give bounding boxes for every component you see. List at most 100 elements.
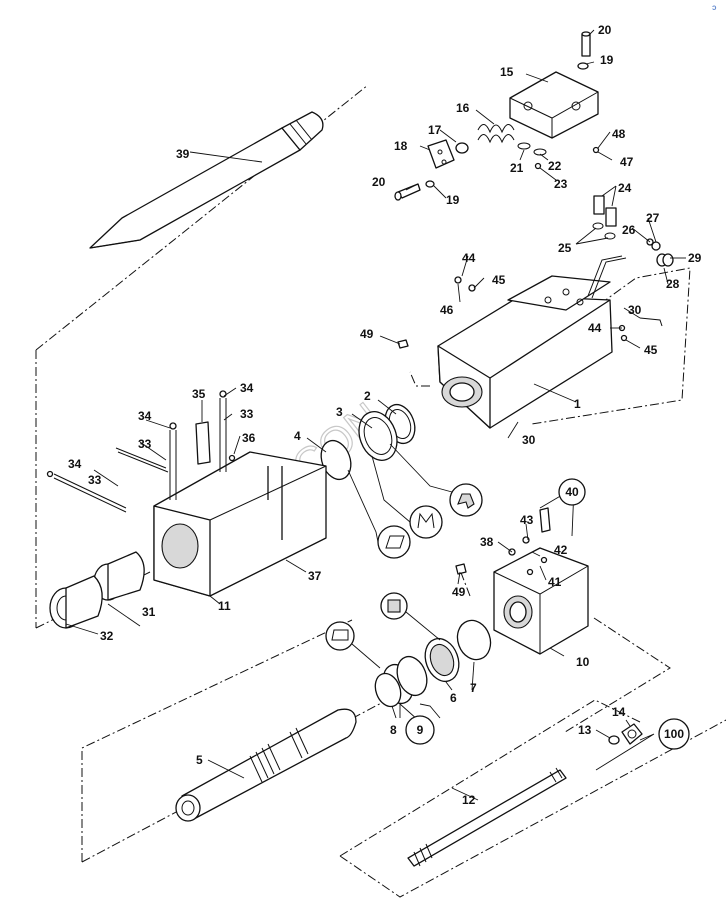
part-11-front-head <box>153 451 327 597</box>
part-21-22-orings <box>517 142 547 170</box>
callout-38: 38 <box>480 535 494 549</box>
callout-1: 1 <box>574 397 581 411</box>
callout-34-c: 34 <box>240 381 254 395</box>
callout-25: 25 <box>558 241 572 255</box>
callout-45-a: 45 <box>492 273 506 287</box>
callout-16: 16 <box>456 101 470 115</box>
callout-33-b: 33 <box>88 473 102 487</box>
callout-24: 24 <box>618 181 632 195</box>
callout-26: 26 <box>622 223 636 237</box>
callout-29: 29 <box>688 251 702 265</box>
callout-30-bottom: 30 <box>522 433 536 447</box>
part-25-washers <box>592 222 616 240</box>
seal-profile-detail-2 <box>449 483 483 517</box>
callout-10: 10 <box>576 655 590 669</box>
callout-36: 36 <box>242 431 256 445</box>
seal-profile-detail-4 <box>377 525 411 559</box>
part-1-top-block <box>507 275 611 311</box>
part-44-45-46-plugs <box>454 276 628 342</box>
callout-12: 12 <box>462 793 476 807</box>
leader-lines <box>65 29 686 801</box>
callout-41: 41 <box>548 575 562 589</box>
callout-21: 21 <box>510 161 524 175</box>
callout-2: 2 <box>364 389 371 403</box>
seal-profile-detail-6 <box>380 592 408 620</box>
callout-39: 39 <box>176 147 190 161</box>
callout-35: 35 <box>192 387 206 401</box>
callout-28: 28 <box>666 277 680 291</box>
callout-42: 42 <box>554 543 568 557</box>
callout-6: 6 <box>450 691 457 705</box>
part-6-seal-pack <box>424 637 460 683</box>
callout-9-text: 9 <box>417 723 424 737</box>
callout-49-lower: 49 <box>452 585 466 599</box>
callout-46: 46 <box>440 303 454 317</box>
part-15-valve-block <box>509 71 599 139</box>
callout-45-b: 45 <box>644 343 658 357</box>
part-19-washer-top <box>577 62 589 70</box>
callout-19-left: 19 <box>446 193 460 207</box>
callout-30-right: 30 <box>628 303 642 317</box>
callout-labels: 1 2 3 4 5 6 7 8 10 11 12 13 14 15 16 17 … <box>68 23 702 807</box>
callout-40-circled: 40 <box>558 478 586 506</box>
callout-23: 23 <box>554 177 568 191</box>
callout-11: 11 <box>218 599 231 613</box>
part-30-tube <box>587 255 663 327</box>
callout-33-c: 33 <box>240 407 254 421</box>
callout-17: 17 <box>428 123 442 137</box>
part-20-bolt-left <box>394 183 421 201</box>
part-10-back-head <box>493 547 589 655</box>
part-49-pin-upper <box>397 339 409 349</box>
callout-15: 15 <box>500 65 514 79</box>
callout-37: 37 <box>308 569 322 583</box>
callout-32: 32 <box>100 629 114 643</box>
callout-7: 7 <box>470 681 477 695</box>
callout-22: 22 <box>548 159 562 173</box>
callout-34-b: 34 <box>68 457 82 471</box>
part-8-seal-b <box>396 655 428 697</box>
callout-13: 13 <box>578 723 592 737</box>
callout-4: 4 <box>294 429 301 443</box>
part-32-bushing <box>49 575 103 629</box>
part-13-washer <box>608 735 620 745</box>
part-18-cover-plate <box>427 139 455 169</box>
part-33-34-35-pins <box>46 390 236 513</box>
part-16-spring <box>477 124 515 144</box>
callout-8: 8 <box>390 723 397 737</box>
callout-47: 47 <box>620 155 634 169</box>
callout-44-a: 44 <box>462 251 476 265</box>
part-39-chisel <box>89 111 324 249</box>
part-28-29-plug <box>656 253 674 267</box>
callout-18: 18 <box>394 139 408 153</box>
callout-48: 48 <box>612 127 626 141</box>
callout-3: 3 <box>336 405 343 419</box>
callout-40-text: 40 <box>565 485 579 499</box>
part-24-fittings <box>593 195 617 227</box>
callout-100-circled: 100 <box>658 718 690 750</box>
callout-9-circled: 9 <box>405 715 435 745</box>
part-47-48-screw <box>592 146 600 154</box>
callout-49-upper: 49 <box>360 327 374 341</box>
part-1-cylinder <box>437 295 613 429</box>
seal-profile-detail-8 <box>325 621 355 651</box>
callout-19-top: 19 <box>600 53 614 67</box>
callout-33-a: 33 <box>138 437 152 451</box>
assembly-boundary-lower <box>81 617 726 898</box>
callout-34-a: 34 <box>138 409 152 423</box>
corner-mark: ↄ <box>712 3 717 12</box>
part-8-seal-c <box>374 672 402 708</box>
seal-profile-detail-3 <box>409 505 443 539</box>
part-20-bolt-top <box>581 31 591 57</box>
callout-44-b: 44 <box>588 321 602 335</box>
callout-31: 31 <box>142 605 156 619</box>
callout-20-top: 20 <box>598 23 612 37</box>
part-19-washer-left <box>425 180 435 188</box>
part-7-seal <box>456 619 492 661</box>
part-12-through-bolt <box>407 767 567 867</box>
callout-100-text: 100 <box>664 727 684 741</box>
part-14-nut <box>621 723 643 745</box>
part-5-piston <box>175 708 357 822</box>
callout-43: 43 <box>520 513 534 527</box>
part-49-pin-lower <box>455 563 467 575</box>
callout-5: 5 <box>196 753 203 767</box>
